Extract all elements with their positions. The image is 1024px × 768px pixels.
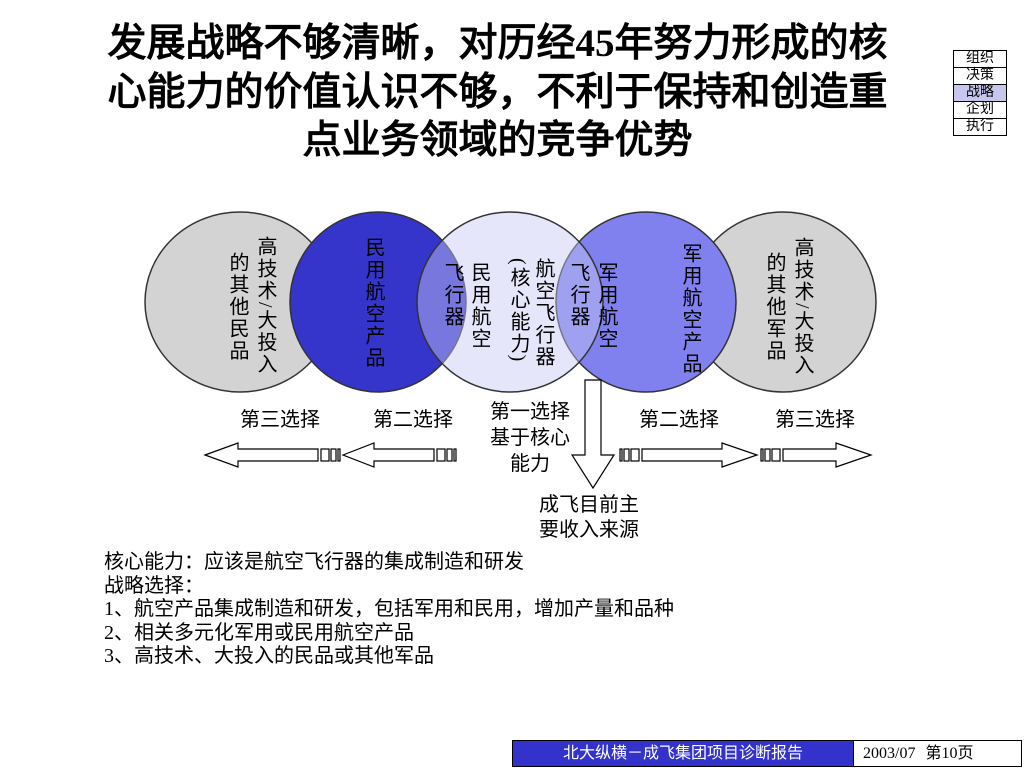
footer-date: 2003/07 [863, 745, 916, 762]
footer: 北大纵横－成飞集团项目诊断报告 2003/07 第10页 [512, 740, 1022, 767]
arrow-stripe [436, 448, 446, 462]
section-nav: 组织 决策 战略 企划 执行 [953, 50, 1007, 136]
left-arrow-third-choice [203, 442, 341, 468]
arrow-stripe [330, 448, 337, 462]
civil-aircraft-overlap-col2: 飞行器 [441, 262, 463, 328]
military-aircraft-overlap-col1: 军用航空 [595, 262, 617, 350]
strategy-heading: 战略选择： [104, 574, 204, 597]
footer-page-info: 2003/07 第10页 [854, 741, 1021, 766]
circle-civil-aviation-products [289, 211, 467, 393]
arrow-body [782, 442, 873, 468]
other-civil-label-col1: 高技术/大投入 [254, 236, 276, 376]
left-third-choice-label: 第三选择 [240, 409, 320, 431]
circle-military-aviation-products [555, 211, 737, 393]
right-third-choice-label: 第三选择 [775, 409, 855, 431]
first-choice-label: 第一选择 基于核心 能力 [475, 399, 585, 477]
revenue-note: 成飞目前主 要收入来源 [534, 493, 644, 543]
title-line: 发展战略不够清晰，对历经45年努力形成的核 [107, 22, 888, 65]
nav-item-execution[interactable]: 执行 [954, 118, 1006, 135]
revenue-note-line: 要收入来源 [539, 519, 639, 541]
arrow-body [641, 442, 759, 468]
nav-item-planning[interactable]: 企划 [954, 101, 1006, 118]
arrow-stripe [619, 448, 623, 462]
first-choice-line: 能力 [510, 453, 550, 475]
civil-aircraft-overlap-col1: 民用航空 [468, 262, 490, 350]
strategy-item: 2、相关多元化军用或民用航空产品 [104, 621, 414, 644]
title-line: 心能力的价值认识不够，不利于保持和创造重 [107, 70, 888, 114]
arrow-body [203, 442, 319, 468]
right-arrow-third-choice [760, 442, 873, 468]
nav-item-strategy[interactable]: 战略 [954, 84, 1006, 101]
first-choice-line: 第一选择 [490, 401, 570, 423]
arrow-stripe [446, 448, 453, 462]
page-title: 发展战略不够清晰，对历经45年努力形成的核 心能力的价值认识不够，不利于保持和创… [80, 20, 915, 166]
right-second-choice-label: 第二选择 [639, 409, 719, 431]
military-aircraft-overlap-col2: 飞行器 [567, 262, 589, 328]
first-choice-line: 基于核心 [490, 427, 570, 449]
strategy-notes: 核心能力：应该是航空飞行器的集成制造和研发 战略选择： 1、航空产品集成制造和研… [104, 551, 674, 669]
military-aviation-label: 军用航空产品 [679, 243, 701, 375]
nav-item-decision[interactable]: 决策 [954, 67, 1006, 84]
arrow-stripe [760, 448, 764, 462]
core-label-col2: (核心能力) [507, 258, 529, 364]
circle-core-aircraft [416, 211, 604, 393]
arrow-stripe [453, 448, 457, 462]
other-military-label-col2: 的其他军品 [763, 252, 785, 362]
arrow-stripe [623, 448, 630, 462]
strategy-item: 3、高技术、大投入的民品或其他军品 [104, 645, 434, 667]
civil-aviation-label: 民用航空产品 [362, 237, 384, 369]
left-second-choice-label: 第二选择 [373, 409, 453, 431]
footer-report-title: 北大纵横－成飞集团项目诊断报告 [513, 741, 854, 766]
other-civil-label-col2: 的其他民品 [226, 252, 248, 362]
arrow-body [341, 442, 435, 468]
down-arrow-revenue [570, 379, 616, 490]
footer-page-number: 第10页 [925, 745, 974, 762]
left-arrow-second-choice [341, 442, 457, 468]
core-label-col1: 航空飞行器 [532, 258, 554, 368]
right-arrow-second-choice [619, 442, 759, 468]
title-line: 点业务领域的竞争优势 [302, 119, 693, 162]
other-military-label-col1: 高技术/大投入 [791, 237, 813, 377]
arrow-stripe [764, 448, 771, 462]
arrow-stripe [320, 448, 330, 462]
arrow-stripe [630, 448, 640, 462]
nav-item-organization[interactable]: 组织 [966, 51, 994, 66]
revenue-note-line: 成飞目前主 [539, 494, 639, 516]
arrow-stripe [771, 448, 781, 462]
arrow-stripe [337, 448, 341, 462]
strategy-item: 1、航空产品集成制造和研发，包括军用和民用，增加产量和品种 [104, 598, 674, 620]
core-competence-note: 核心能力：应该是航空飞行器的集成制造和研发 [104, 551, 524, 573]
